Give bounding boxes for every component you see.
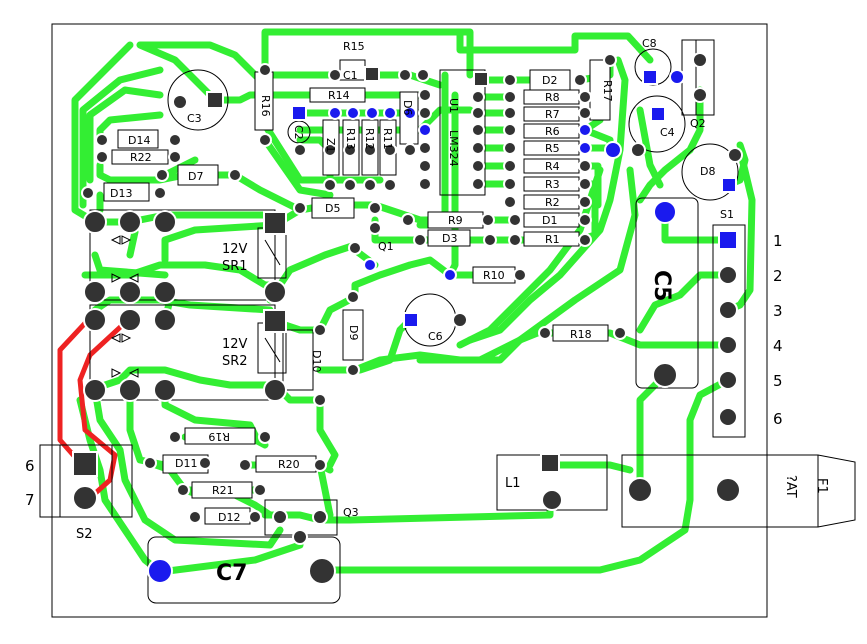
label-relay1-voltage: 12V (222, 242, 248, 257)
label-R21: R21 (212, 484, 234, 497)
label-R8: R8 (545, 91, 560, 104)
label-R12: R12 (363, 128, 376, 150)
label-U1: U1 (447, 98, 460, 113)
label-D13: D13 (110, 187, 132, 200)
s1-pin-2: 2 (773, 267, 783, 285)
label-R10: R10 (483, 269, 505, 282)
label-relay1-name: SR1 (222, 259, 248, 274)
s1-pin-3: 3 (773, 302, 783, 320)
label-D12: D12 (218, 511, 240, 524)
label-R4: R4 (545, 160, 560, 173)
relay-diodes (110, 235, 281, 378)
label-relay2-name: SR2 (222, 354, 248, 369)
label-D8: D8 (700, 165, 715, 178)
label-R2: R2 (545, 196, 560, 209)
board-outline (51, 23, 768, 618)
label-R9: R9 (448, 214, 463, 227)
label-D3: D3 (442, 232, 457, 245)
label-D6: D6 (401, 100, 414, 115)
s2-pin-6: 6 (25, 457, 35, 475)
pads (72, 52, 743, 585)
label-C5: C5 (649, 270, 674, 301)
label-C3: C3 (187, 112, 202, 125)
label-fuse-rating: ?AT (783, 475, 798, 498)
label-D14: D14 (128, 134, 150, 147)
label-R15: R15 (343, 40, 365, 53)
label-R5: R5 (545, 142, 560, 155)
label-R11: R11 (381, 128, 394, 150)
label-D7: D7 (188, 170, 203, 183)
label-D11: D11 (175, 457, 197, 470)
label-S1: S1 (720, 208, 734, 221)
s1-pin-5: 5 (773, 372, 783, 390)
label-C4: C4 (660, 126, 675, 139)
label-S2: S2 (76, 527, 93, 542)
label-R13: R13 (344, 128, 357, 150)
label-R18: R18 (570, 328, 592, 341)
label-L1: L1 (505, 476, 521, 491)
label-LM324: LM324 (447, 130, 460, 167)
label-Q1: Q1 (378, 240, 394, 253)
labels: R15 C1 R14 C3 R16 C2 Z1 R13 R12 R11 D6 U… (25, 37, 829, 586)
label-R17: R17 (601, 80, 614, 102)
label-R14: R14 (328, 89, 350, 102)
label-C6: C6 (428, 330, 443, 343)
label-R20: R20 (278, 458, 300, 471)
s1-pin-1: 1 (773, 232, 783, 250)
s1-pin-6: 6 (773, 410, 783, 428)
label-R7: R7 (545, 108, 560, 121)
label-Q3: Q3 (343, 506, 359, 519)
label-C1: C1 (343, 69, 358, 82)
label-R1: R1 (545, 233, 560, 246)
label-D9: D9 (347, 325, 360, 340)
vias (147, 69, 738, 584)
s1-pin-4: 4 (773, 337, 783, 355)
label-R6: R6 (545, 125, 560, 138)
label-Q2: Q2 (690, 117, 706, 130)
label-R16: R16 (259, 95, 272, 117)
label-R19: R19 (208, 430, 230, 443)
label-C8: C8 (642, 37, 657, 50)
label-R22: R22 (130, 151, 152, 164)
label-C2: C2 (292, 125, 305, 140)
s2-pin-7: 7 (25, 491, 35, 509)
label-C7: C7 (216, 561, 247, 586)
label-D1: D1 (542, 214, 557, 227)
label-D5: D5 (325, 202, 340, 215)
label-D10: D10 (310, 350, 323, 372)
label-Z1: Z1 (324, 138, 337, 153)
label-F1: F1 (814, 478, 829, 494)
label-D2: D2 (542, 74, 557, 87)
label-relay2-voltage: 12V (222, 337, 248, 352)
label-R3: R3 (545, 178, 560, 191)
